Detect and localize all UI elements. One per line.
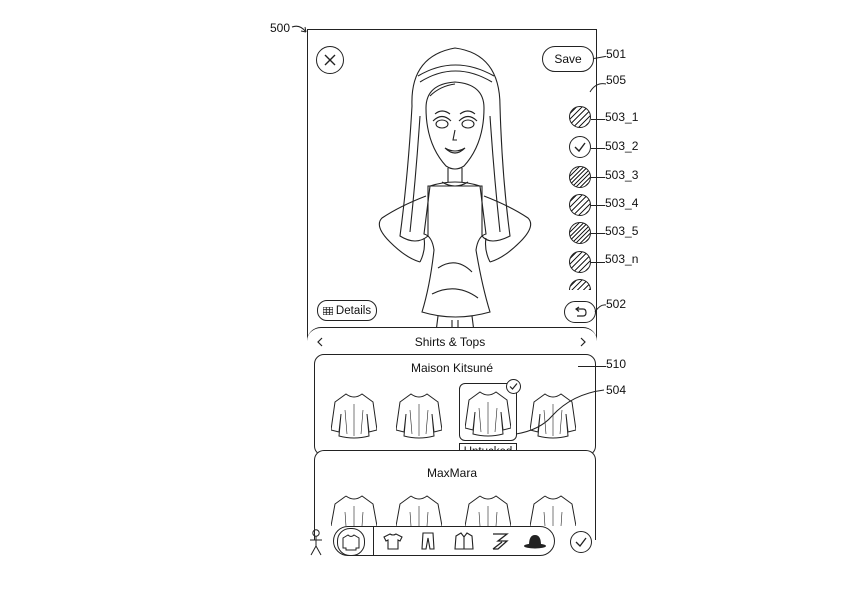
- undo-icon: [574, 306, 587, 317]
- shirt-item-3: [465, 391, 511, 437]
- ref-label-swatch-2: 503_2: [605, 139, 639, 153]
- color-swatch-5[interactable]: [569, 222, 591, 244]
- ref-label-swatch-4: 503_4: [605, 196, 639, 210]
- tshirt-icon: [383, 533, 403, 550]
- shirt-item-2[interactable]: [396, 390, 442, 440]
- tab-accessories[interactable]: [522, 528, 548, 554]
- check-icon: [509, 383, 518, 390]
- details-button[interactable]: Details: [317, 300, 377, 321]
- dress-icon: [492, 533, 509, 550]
- tab-tops[interactable]: [337, 528, 365, 556]
- save-label: Save: [554, 52, 582, 66]
- leader-swatch-2: [591, 148, 605, 149]
- ref-label-save: 501: [606, 47, 627, 61]
- leader-swatch-5: [591, 233, 605, 234]
- close-button[interactable]: [316, 46, 344, 74]
- details-label: Details: [335, 304, 372, 317]
- tab-divider: [373, 527, 374, 555]
- brand-name-2: MaxMara: [426, 466, 477, 480]
- ref-label-selected-item: 504: [606, 383, 627, 397]
- ref-label-swatch-1: 503_1: [605, 110, 639, 124]
- leader-brand-section: [578, 366, 606, 367]
- selected-check-badge: [506, 379, 521, 394]
- chevron-right-icon[interactable]: [579, 337, 587, 347]
- shirt-item-4[interactable]: [530, 390, 576, 440]
- leader-swatch-3: [591, 177, 605, 178]
- hat-icon: [524, 535, 546, 549]
- figure-icon[interactable]: [307, 528, 325, 556]
- pants-icon: [421, 532, 435, 550]
- ref-label-screen: 505: [606, 73, 627, 87]
- leader-swatch-4: [591, 205, 605, 206]
- list-icon: [322, 306, 333, 315]
- check-icon: [575, 537, 587, 547]
- brand-name-1: Maison Kitsuné: [410, 361, 494, 375]
- ref-label-swatch-3: 503_3: [605, 168, 639, 182]
- leader-swatch-n: [591, 262, 605, 263]
- shirt-icon: [342, 534, 360, 551]
- figure-ref-500: 500: [270, 21, 291, 35]
- confirm-button[interactable]: [570, 531, 592, 553]
- tab-outerwear[interactable]: [451, 528, 477, 554]
- tab-tshirts[interactable]: [380, 528, 406, 554]
- category-tab-bar: [333, 526, 555, 556]
- shirt-item-6[interactable]: [396, 492, 442, 526]
- category-title: Shirts & Tops: [414, 335, 486, 349]
- leader-swatch-1: [591, 119, 605, 120]
- ref-label-brand-section: 510: [606, 357, 627, 371]
- ref-label-swatch-5: 503_5: [605, 224, 639, 238]
- color-swatch-n[interactable]: [569, 251, 591, 273]
- avatar-illustration: [378, 47, 532, 332]
- brand-section-2: [314, 450, 596, 540]
- tab-pants[interactable]: [415, 528, 441, 554]
- tab-dresses[interactable]: [487, 528, 513, 554]
- shirt-item-1[interactable]: [331, 390, 377, 440]
- close-icon: [324, 54, 336, 66]
- check-icon: [574, 142, 586, 153]
- ref-label-swatch-n: 503_n: [605, 252, 639, 266]
- color-swatch-1[interactable]: [569, 106, 591, 128]
- shirt-item-7[interactable]: [465, 492, 511, 526]
- color-swatch-4[interactable]: [569, 194, 591, 216]
- leader-selected-item: [515, 389, 605, 435]
- ref-label-undo: 502: [606, 297, 627, 311]
- undo-button[interactable]: [564, 301, 596, 323]
- jacket-icon: [454, 532, 474, 550]
- color-swatch-3[interactable]: [569, 166, 591, 188]
- leader-undo: [594, 304, 607, 313]
- figure-ref-arrow: [291, 25, 307, 33]
- save-button[interactable]: Save: [542, 46, 594, 72]
- color-swatch-2-selected[interactable]: [569, 136, 591, 158]
- shirt-item-5[interactable]: [331, 492, 377, 526]
- leader-screen: [589, 83, 607, 93]
- chevron-left-icon[interactable]: [316, 337, 324, 347]
- shirt-item-8[interactable]: [530, 492, 576, 526]
